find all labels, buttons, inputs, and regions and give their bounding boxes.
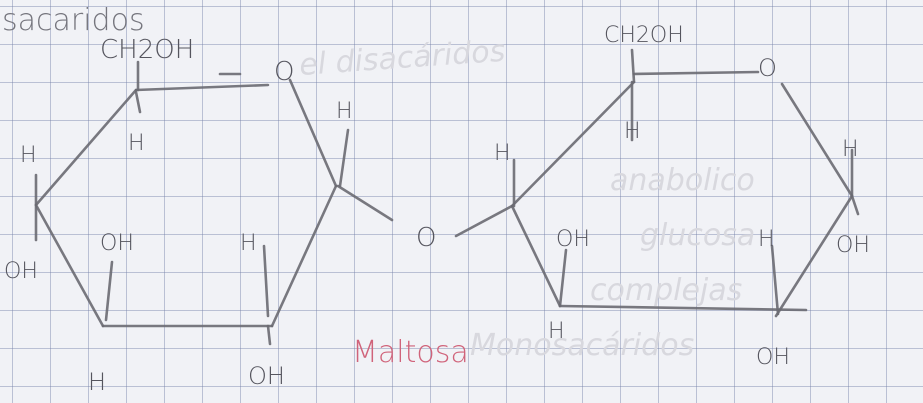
right-h-c4-outer-label: H <box>494 141 511 166</box>
right-ch2oh-label: CH2OH <box>604 23 684 48</box>
bridge-oxygen: O <box>416 223 436 253</box>
right-c3-up-bond <box>558 248 568 308</box>
right-ring-bond-lower-right <box>774 194 854 318</box>
glycosidic-bond-right <box>454 204 514 238</box>
left-c3-up-bond <box>104 260 114 322</box>
right-h-c1-label: H <box>842 137 859 162</box>
right-ring-oxygen: O <box>758 54 777 82</box>
right-oh-c2-label: OH <box>756 345 790 370</box>
left-c1-up-bond <box>338 128 350 188</box>
left-ch2oh-label: CH2OH <box>100 35 194 65</box>
left-ring-bond-upper-left <box>34 88 138 207</box>
right-ring-bond-lower-left <box>510 204 562 308</box>
right-oh-c1-label: OH <box>836 233 870 258</box>
left-ring-bond-lower-left <box>34 203 105 328</box>
right-c2-up-bond <box>770 244 780 316</box>
left-oh-c2-label: OH <box>248 362 285 390</box>
svg-text:Monosacáridos: Monosacáridos <box>470 328 694 363</box>
page-title: sacaridos <box>2 3 145 38</box>
right-h-c2-label: H <box>548 319 565 344</box>
svg-text:anabolico: anabolico <box>610 163 755 198</box>
left-glucose-ring <box>34 60 394 346</box>
right-h-c5-label: H <box>624 119 641 144</box>
left-ring-oxygen: O <box>274 57 294 87</box>
svg-text:complejas: complejas <box>590 273 742 308</box>
left-labels: CH2OH O H H OH OH H H OH H <box>4 35 353 396</box>
right-labels: CH2OH O H H OH H H OH H OH <box>494 23 870 370</box>
left-ring-bond-top <box>134 83 270 92</box>
right-ring-bond-upper-left <box>510 80 636 208</box>
right-c5-up-bond <box>630 48 636 84</box>
right-ring-bond-bottom <box>558 304 808 312</box>
left-h-c3-label: H <box>88 368 106 396</box>
right-c1-down-bond <box>850 194 860 216</box>
left-oh-c3-label: OH <box>100 231 134 256</box>
left-c2-down-bond <box>266 324 272 346</box>
left-h-c2-label: H <box>240 231 257 256</box>
left-oh-c4-label: OH <box>4 259 38 284</box>
right-oh-c3-label: OH <box>556 227 590 252</box>
right-glucose-ring <box>510 48 860 318</box>
left-ring-bond-lower-right <box>270 184 338 328</box>
left-ring-bond-upper-right <box>288 78 338 188</box>
left-h-c1-label: H <box>336 99 353 124</box>
left-c5-down-bond <box>134 90 142 114</box>
right-ring-bond-upper-right <box>780 82 854 198</box>
left-c2-up-bond <box>262 244 270 318</box>
right-h-c3-label: H <box>758 227 775 252</box>
maltose-caption: Maltosa <box>352 335 469 370</box>
left-h-c4-outer-label: H <box>20 143 37 168</box>
left-h-c5-label: H <box>128 131 145 156</box>
glycosidic-bond-left <box>336 184 394 222</box>
svg-text:glucosa: glucosa <box>640 218 755 253</box>
right-ring-bond-top <box>632 70 760 76</box>
